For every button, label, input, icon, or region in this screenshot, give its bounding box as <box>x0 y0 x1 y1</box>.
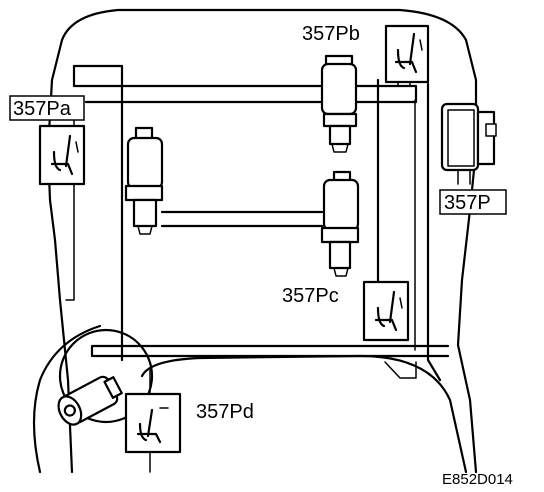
label-357pa: 357Pa <box>13 98 72 120</box>
seat-backrest-heating-icon <box>38 124 86 186</box>
seat-backrest-heating-icon <box>362 280 410 342</box>
frame-right-rail <box>426 82 442 382</box>
seat-cushion-heating-icon <box>124 392 182 454</box>
label-box-357p <box>439 189 507 215</box>
connector-left <box>124 126 164 235</box>
lower-bar-bracket <box>384 361 417 379</box>
connector-357pb <box>320 54 358 153</box>
connector-357pc <box>320 170 360 277</box>
label-357pc: 357Pc <box>282 285 339 307</box>
figure-code: E852D014 <box>442 471 513 488</box>
module-357p <box>440 102 497 185</box>
label-357pd: 357Pd <box>196 401 254 423</box>
upper-cross-bar <box>72 64 418 104</box>
label-357pb: 357Pb <box>302 23 360 45</box>
lower-cross-bar <box>90 344 450 358</box>
seat-cushion-outline <box>32 324 468 474</box>
seat-motor <box>57 375 123 426</box>
label-357p: 357P <box>444 192 491 214</box>
seat-backrest-heating-icon <box>384 24 430 84</box>
seat-back-outline <box>46 8 478 474</box>
wire-harness <box>160 210 324 228</box>
label-box-357pa <box>9 95 85 121</box>
